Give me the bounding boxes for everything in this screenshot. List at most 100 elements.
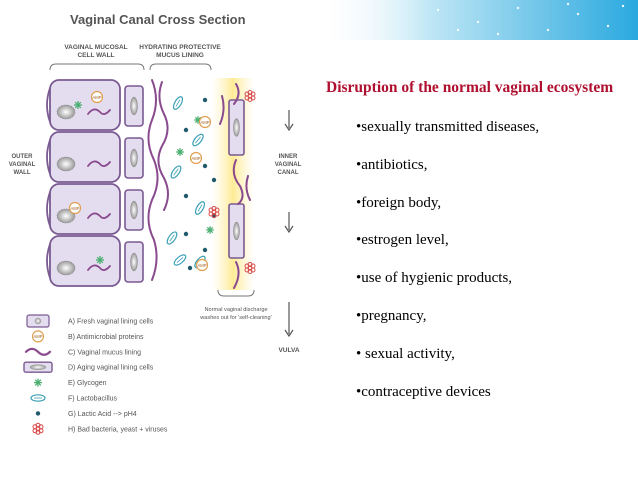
label-line: CANAL <box>278 170 299 176</box>
sparkle <box>516 6 520 10</box>
discharge-note-line: Normal vaginal discharge <box>204 307 267 313</box>
sparkle <box>456 28 460 32</box>
amp-label: AMP <box>200 120 209 125</box>
mucus-strand <box>219 95 251 201</box>
label-line: VAGINAL MUCOSAL <box>64 44 127 51</box>
legend-label: F) Lactobacillus <box>68 396 118 403</box>
diagram-title: Vaginal Canal Cross Section <box>70 12 246 27</box>
glycogen <box>206 226 214 234</box>
text-panel: Disruption of the normal vaginal ecosyst… <box>318 78 628 420</box>
lactobacillus <box>192 133 204 147</box>
amp-label: AMP <box>92 95 101 100</box>
cell-edge <box>46 87 51 123</box>
amp-label: AMP <box>33 334 42 339</box>
sparkle <box>621 4 625 8</box>
lactic-acid <box>183 231 189 237</box>
amp-label: AMP <box>191 156 200 161</box>
vulva-label: VULVA <box>278 347 299 354</box>
sparkle <box>576 12 580 16</box>
cell-nucleus <box>130 200 138 220</box>
legend-item: H) Bad bacteria, yeast + viruses <box>32 422 168 435</box>
mucus-strand <box>157 81 169 211</box>
lactic-acid <box>35 411 41 416</box>
legend-item: A) Fresh vaginal lining cells <box>26 314 154 328</box>
legend-item: E) Glycogen <box>34 378 107 387</box>
label-mucosal-cell-wall: VAGINAL MUCOSAL CELL WALL <box>64 44 127 59</box>
amp-label: AMP <box>197 263 206 268</box>
label-line: OUTER <box>12 154 34 160</box>
bullet-item: •antibiotics, <box>356 156 428 173</box>
cell-wall: AMP AMP <box>46 79 245 287</box>
flow-arrow <box>284 212 294 234</box>
bullet-item: •use of hygienic products, <box>356 270 513 287</box>
cell-edge <box>46 139 51 175</box>
legend-mucus-icon <box>24 347 52 356</box>
legend-item: C) Vaginal mucus lining <box>24 347 141 356</box>
bracket-discharge <box>217 289 255 297</box>
legend-item: D) Aging vaginal lining cells <box>23 361 154 373</box>
legend-nucleus <box>34 317 42 325</box>
lactobacillus <box>173 254 187 266</box>
label-line: VAGINAL <box>275 162 302 168</box>
bracket-mucus <box>149 63 212 71</box>
glycogen <box>74 101 82 109</box>
lactobacillus <box>194 201 206 215</box>
cell-nucleus <box>56 208 76 224</box>
legend-item: G) Lactic Acid --> pH4 <box>35 411 137 418</box>
sparkle <box>476 20 480 24</box>
bracket-mucosal <box>49 63 145 71</box>
lactobacillus <box>170 165 182 179</box>
legend-label: E) Glycogen <box>68 380 107 387</box>
cell-nucleus <box>233 118 240 137</box>
bullet-list: •sexually transmitted diseases, •antibiot… <box>318 118 628 420</box>
amp-label: AMP <box>70 206 79 211</box>
label-mucus-lining: HYDRATING PROTECTIVE MUCUS LINING <box>139 44 221 59</box>
glycogen <box>96 256 104 264</box>
mucus-curl <box>87 212 111 219</box>
sparkle <box>546 28 550 32</box>
flow-arrow <box>284 110 294 132</box>
lactic-acid <box>183 193 189 199</box>
mucus-lining <box>147 79 251 289</box>
mucus-strand <box>232 83 244 289</box>
cell-nucleus <box>130 148 138 168</box>
bad-bacteria <box>32 422 44 435</box>
lactic-acid <box>183 127 189 133</box>
bullet-item: •sexually transmitted diseases, <box>356 119 540 135</box>
antimicrobial-protein: AMP <box>189 151 203 165</box>
label-line: MUCUS LINING <box>156 52 204 59</box>
antimicrobial-protein: AMP <box>198 115 212 129</box>
lactobacillus <box>30 394 46 402</box>
label-inner-canal: INNER VAGINAL CANAL <box>275 154 302 176</box>
label-line: HYDRATING PROTECTIVE <box>139 44 221 51</box>
legend-label: C) Vaginal mucus lining <box>68 349 141 356</box>
lactic-acid <box>202 97 208 103</box>
antimicrobial-protein: AMP <box>68 201 82 215</box>
antimicrobial-protein: AMP <box>31 330 45 343</box>
corner-decoration <box>318 0 638 40</box>
sparkle <box>436 8 440 12</box>
label-line: CELL WALL <box>77 52 114 59</box>
label-line: INNER <box>279 154 298 160</box>
bullet-item: • sexual activity, <box>356 345 455 362</box>
glycogen <box>34 378 42 387</box>
bullet-item: •foreign body, <box>356 194 442 211</box>
bullet-item: •contraceptive devices <box>356 383 491 400</box>
legend-label: G) Lactic Acid --> pH4 <box>68 411 137 418</box>
cell-nucleus <box>233 221 240 241</box>
cell-nucleus <box>130 252 138 272</box>
cell-nucleus <box>56 260 76 276</box>
antimicrobial-protein: AMP <box>90 90 104 104</box>
fresh-cell <box>49 235 121 287</box>
fresh-cell <box>49 183 121 235</box>
cell-nucleus <box>56 104 76 120</box>
legend-label: A) Fresh vaginal lining cells <box>68 319 154 326</box>
cell-edge <box>46 243 51 279</box>
legend-label: D) Aging vaginal lining cells <box>68 365 154 372</box>
label-line: WALL <box>14 170 31 176</box>
legend-label: H) Bad bacteria, yeast + viruses <box>68 426 168 433</box>
lactobacillus <box>172 96 184 110</box>
